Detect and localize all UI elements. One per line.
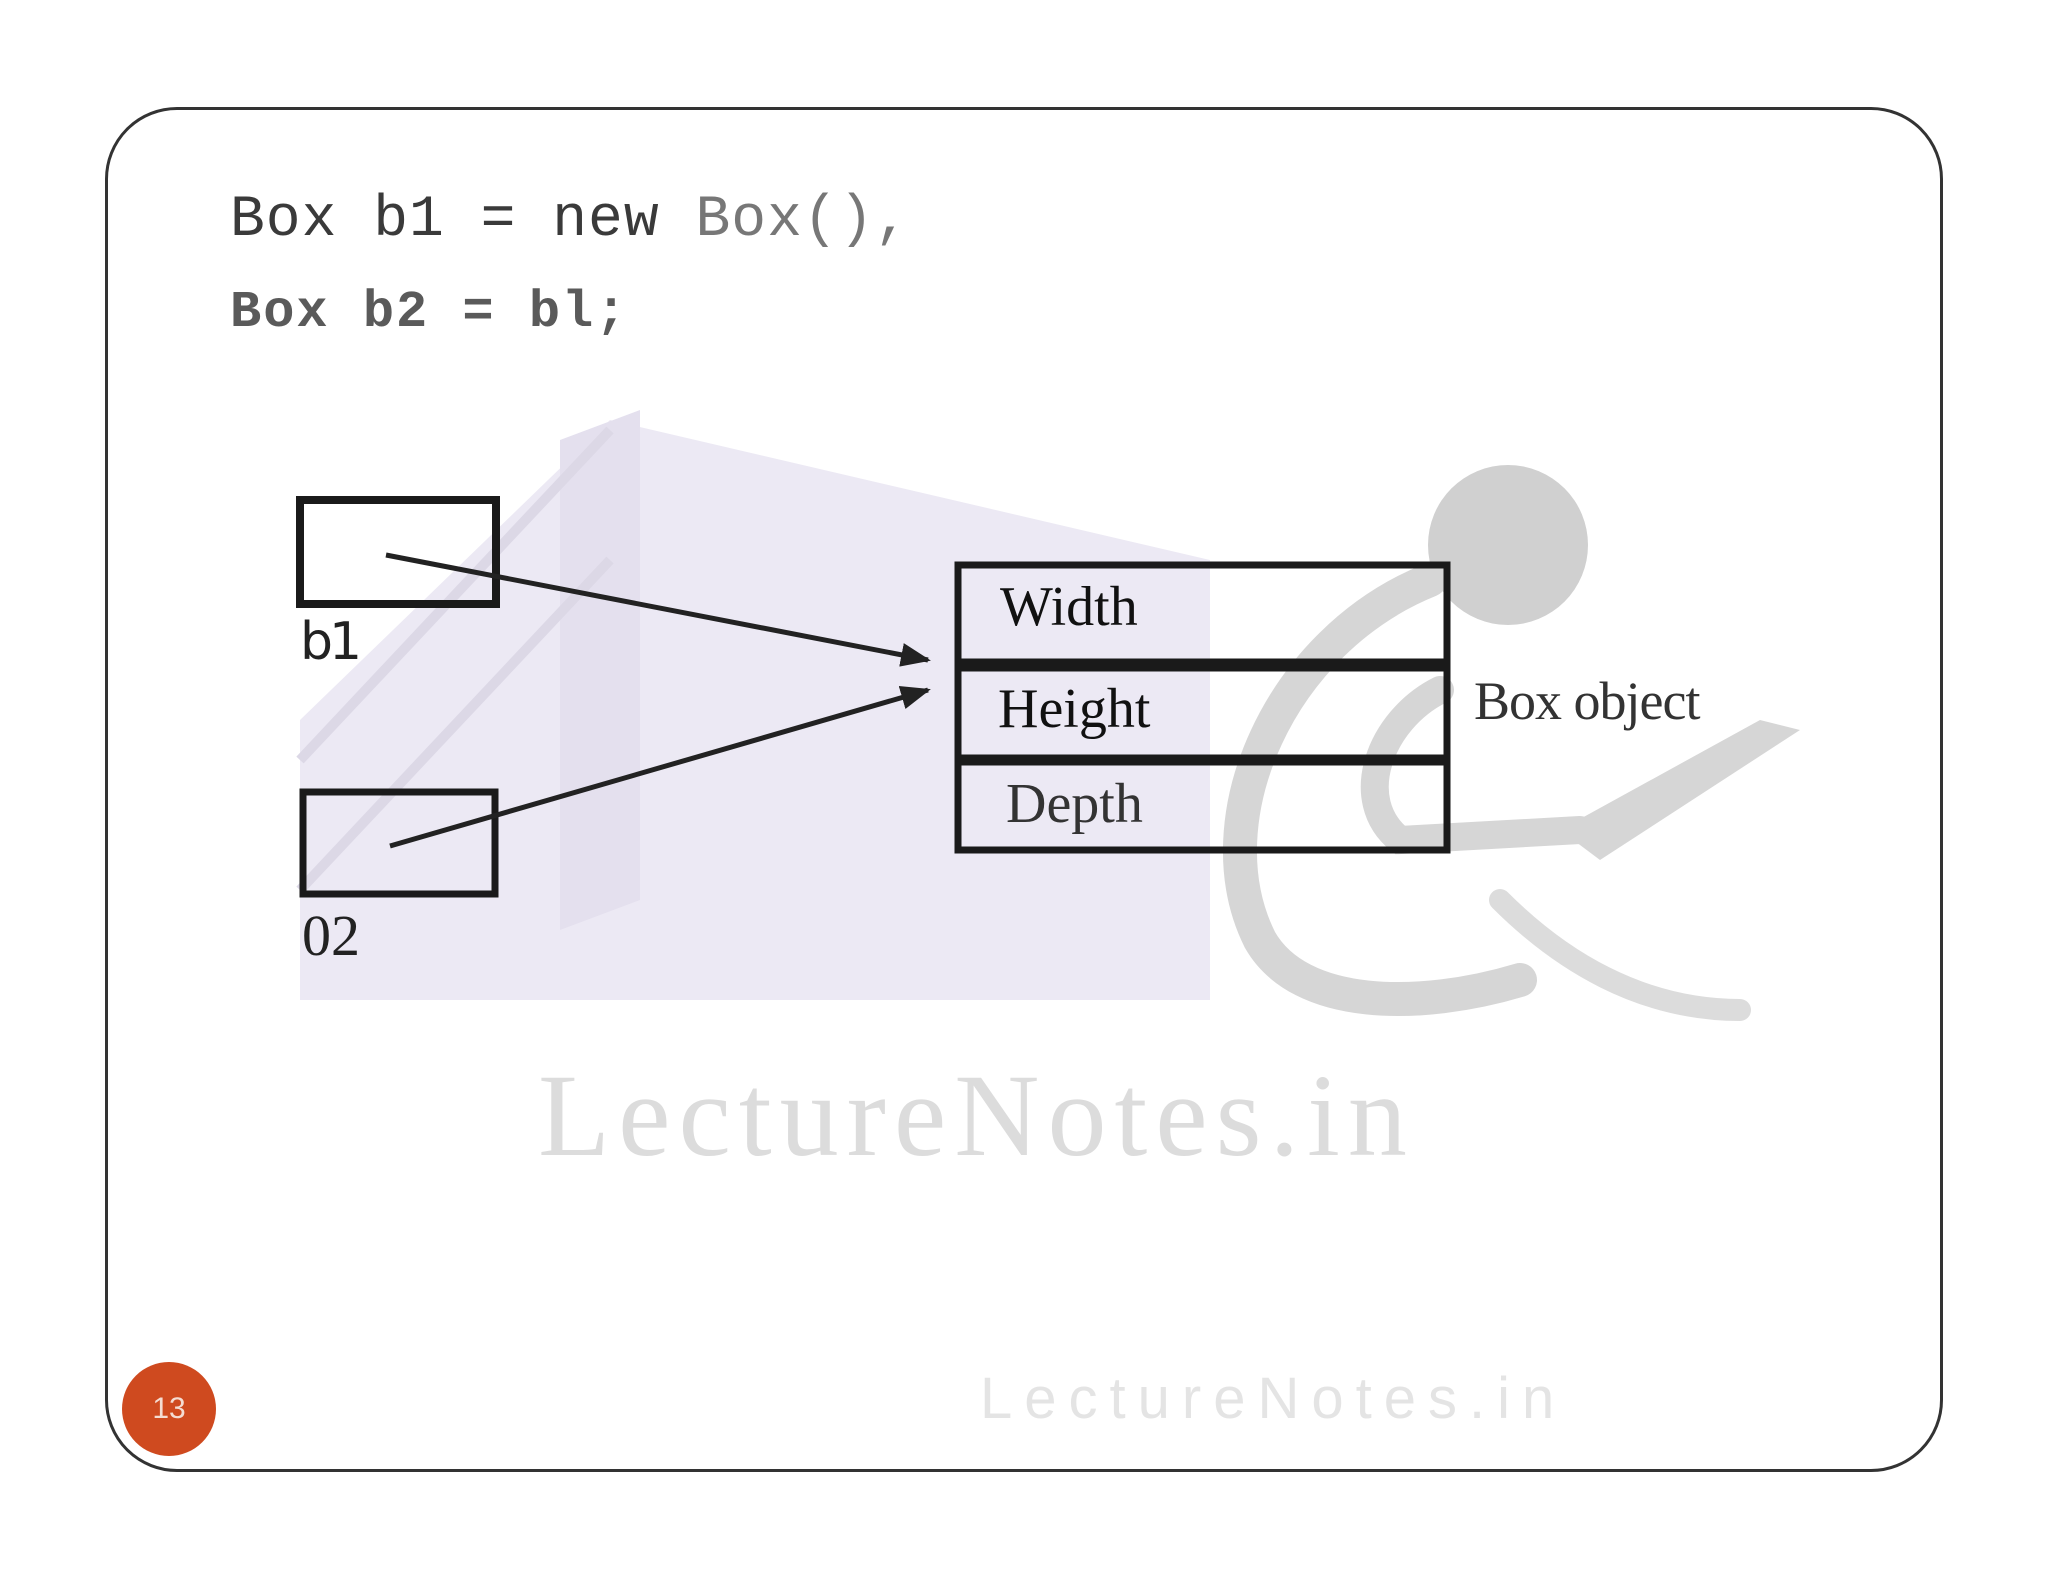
watermark-text-large: LectureNotes.in [538,1050,1415,1181]
field-label-height: Height [998,678,1151,740]
watermark-text-small: LectureNotes.in [980,1366,1567,1431]
field-label-depth: Depth [1006,773,1143,835]
page-number-badge: 13 [122,1362,216,1456]
arrow-b2-to-object [389,685,931,849]
ref-label-b2: 02 [302,903,360,968]
code-line-1: Box b1 = new Box(), [230,188,910,253]
ref-label-b1: b1 [300,612,362,672]
object-cell-height [954,664,1451,762]
object-cell-width [954,561,1451,666]
object-cell-depth [954,758,1451,854]
ref-box-b2 [299,788,499,898]
box-object-label: Box object [1474,671,1700,731]
arrow-b1-to-object [385,552,931,667]
code-line-1-suffix: Box(), [695,188,911,253]
code-line-2: Box b2 = bl; [230,283,629,342]
ref-box-b1 [296,496,500,608]
code-line-1-prefix: Box b1 = new [230,188,696,253]
field-label-width: Width [1000,576,1138,638]
